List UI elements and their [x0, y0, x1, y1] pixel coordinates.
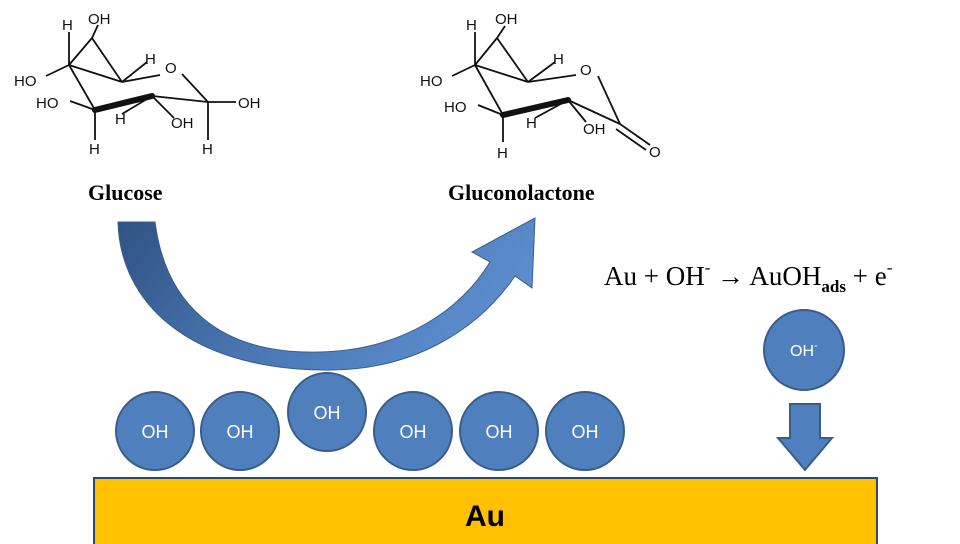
gluconolactone-atom: H: [553, 51, 564, 68]
eq-electron: e: [875, 261, 887, 291]
eq-arrow: →: [717, 261, 744, 291]
glucose-atom: O: [165, 60, 177, 77]
incoming-hydroxide: OH-: [763, 309, 845, 391]
glucose-atom: OH: [238, 95, 261, 112]
svg-text:OH: OH: [572, 422, 599, 442]
glucose-atom: H: [89, 141, 100, 158]
glucose-atom: OH: [88, 11, 111, 28]
glucose-atom: H: [202, 141, 213, 158]
glucose-atom: H: [115, 111, 126, 128]
down-arrow: [775, 403, 835, 472]
glucose-atom: H: [145, 51, 156, 68]
gold-electrode: [93, 477, 878, 544]
svg-text:OH: OH: [314, 403, 341, 423]
reaction-equation: Au + OH- → AuOHads + e-: [604, 249, 893, 298]
gluconolactone-atom: H: [466, 17, 477, 34]
eq-electron-charge: -: [887, 258, 893, 277]
glucose-atom: H: [62, 17, 73, 34]
glucose-atom: HO: [36, 95, 59, 112]
gluconolactone-atom: O: [580, 62, 592, 79]
incoming-hydroxide-label: OH-: [790, 340, 818, 360]
glucose-structure: OH H HO H O HO H OH OH H H: [14, 11, 261, 158]
gluconolactone-atom: H: [497, 145, 508, 162]
gluconolactone-atom: OH: [583, 121, 606, 138]
eq-hydroxide-charge: -: [705, 258, 711, 277]
gluconolactone-atom: H: [526, 115, 537, 132]
eq-plus: +: [853, 261, 868, 291]
surface-hydroxide: OH: [200, 391, 280, 471]
glucose-atom: OH: [171, 115, 194, 132]
surface-hydroxide: OH: [373, 391, 453, 471]
gluconolactone-structure: H OH HO H O HO H OH O H: [420, 11, 661, 162]
eq-product: AuOH: [749, 261, 821, 291]
gluconolactone-label: Gluconolactone: [448, 180, 595, 205]
eq-metal: Au: [604, 261, 637, 291]
svg-text:OH: OH: [142, 422, 169, 442]
surface-hydroxides: OH OH OH OH OH OH: [115, 372, 625, 471]
gluconolactone-atom: HO: [444, 99, 467, 116]
svg-text:OH: OH: [486, 422, 513, 442]
svg-text:OH: OH: [227, 422, 254, 442]
surface-hydroxide: OH: [459, 391, 539, 471]
eq-plus: +: [644, 261, 659, 291]
glucose-atom: HO: [14, 73, 37, 90]
electrode-label: Au: [465, 500, 505, 533]
surface-hydroxide: OH: [115, 391, 195, 471]
glucose-label: Glucose: [88, 180, 163, 205]
eq-product-subscript: ads: [821, 277, 846, 296]
gluconolactone-atom: OH: [495, 11, 518, 28]
svg-text:OH: OH: [400, 422, 427, 442]
gluconolactone-atom: O: [649, 144, 661, 161]
eq-hydroxide: OH: [666, 261, 705, 291]
gluconolactone-atom: HO: [420, 73, 443, 90]
curved-conversion-arrow: [117, 217, 536, 371]
surface-hydroxide: OH: [287, 372, 367, 452]
surface-hydroxide: OH: [545, 391, 625, 471]
